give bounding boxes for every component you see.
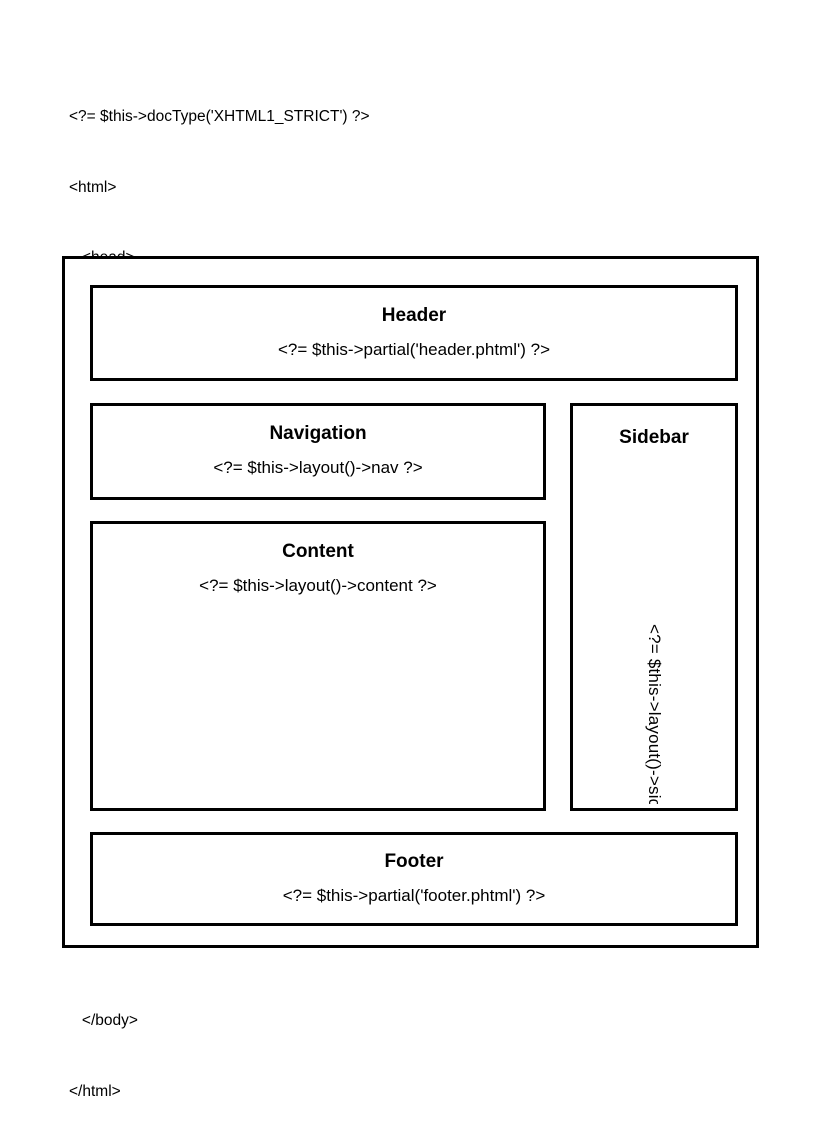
sidebar-box-title: Sidebar — [619, 427, 689, 448]
footer-box-code: <?= $this->partial('footer.phtml') ?> — [282, 886, 546, 905]
bottom-code-block: </body> </html> — [69, 962, 138, 1127]
layout-box-header: Header <?= $this->partial('header.phtml'… — [90, 285, 738, 381]
code-line-body-close: </body> — [69, 1012, 138, 1029]
navigation-box-code: <?= $this->layout()->nav ?> — [213, 458, 423, 477]
sidebar-box-code: <?= $this->layout()->sidebar ?> — [645, 624, 664, 804]
content-box-code: <?= $this->layout()->content ?> — [199, 576, 437, 595]
sidebar-rotated-text-wrap: <?= $this->layout()->sidebar ?> — [573, 464, 735, 804]
header-box-code: <?= $this->partial('header.phtml') ?> — [277, 340, 551, 359]
code-line-doctype: <?= $this->docType('XHTML1_STRICT') ?> — [69, 108, 370, 125]
content-box-title: Content — [282, 541, 354, 562]
layout-box-content: Content <?= $this->layout()->content ?> — [90, 521, 546, 811]
header-box-title: Header — [381, 305, 447, 326]
layout-box-navigation: Navigation <?= $this->layout()->nav ?> — [90, 403, 546, 500]
navigation-box-title: Navigation — [269, 423, 367, 444]
layout-box-footer: Footer <?= $this->partial('footer.phtml'… — [90, 832, 738, 926]
layout-box-sidebar: Sidebar <?= $this->layout()->sidebar ?> — [570, 403, 738, 811]
layout-diagram-container: Header <?= $this->partial('header.phtml'… — [62, 256, 759, 948]
code-line-html-close: </html> — [69, 1082, 121, 1100]
code-line-html-open: <html> — [69, 178, 117, 196]
footer-box-title: Footer — [384, 851, 444, 872]
